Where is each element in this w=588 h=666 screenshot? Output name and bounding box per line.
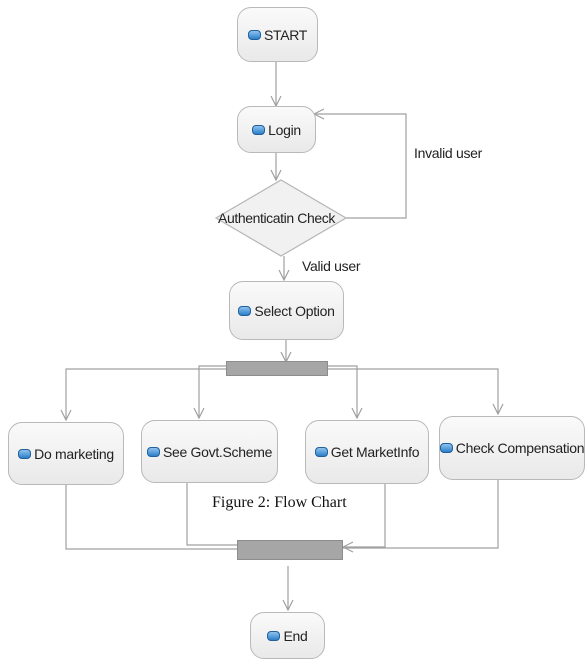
node-icon xyxy=(439,443,453,453)
edge-compensation-join xyxy=(343,480,499,549)
node-see-govt-scheme-label: See Govt.Scheme xyxy=(162,443,273,460)
node-do-marketing-label: Do marketing xyxy=(34,445,114,462)
join-bar xyxy=(237,540,343,560)
node-select-option-label: Select Option xyxy=(254,302,335,319)
edge-fork-marketinfo xyxy=(328,365,357,418)
node-icon xyxy=(18,448,32,459)
node-login: Login xyxy=(237,106,316,153)
figure-caption: Figure 2: Flow Chart xyxy=(212,494,347,511)
edge-fork-do-marketing xyxy=(66,368,226,420)
edge-label-valid-user: Valid user xyxy=(302,258,361,274)
node-get-market-info-label: Get MarketInfo xyxy=(330,444,420,460)
node-icon xyxy=(252,124,266,135)
node-icon xyxy=(267,630,281,641)
node-start: START xyxy=(237,7,318,62)
edge-label-invalid-user: Invalid user xyxy=(414,145,482,161)
node-icon xyxy=(146,446,160,457)
edge-govt-join xyxy=(186,483,237,546)
node-end-label: End xyxy=(283,627,308,644)
node-get-market-info: Get MarketInfo xyxy=(305,420,429,484)
node-icon xyxy=(238,305,252,316)
node-icon xyxy=(247,29,261,40)
fork-bar xyxy=(226,361,328,376)
edge-auth-login-invalid xyxy=(314,114,407,219)
node-do-marketing: Do marketing xyxy=(8,422,124,485)
edge-marketinfo-join xyxy=(343,484,386,547)
node-icon xyxy=(314,447,328,457)
node-auth-check-label: Authenticatin Check xyxy=(218,210,335,226)
edge-do-marketing-join xyxy=(65,485,237,550)
node-check-compensation-label: Check Compensation xyxy=(455,440,585,456)
edge-fork-compensation xyxy=(328,368,498,414)
decision-diamond xyxy=(214,179,348,257)
edge-fork-govt xyxy=(199,365,226,418)
node-see-govt-scheme: See Govt.Scheme xyxy=(141,420,278,483)
node-login-label: Login xyxy=(268,121,301,138)
node-end: End xyxy=(250,612,325,659)
node-check-compensation: Check Compensation xyxy=(439,416,585,480)
node-select-option: Select Option xyxy=(229,281,344,340)
node-start-label: START xyxy=(263,26,308,43)
